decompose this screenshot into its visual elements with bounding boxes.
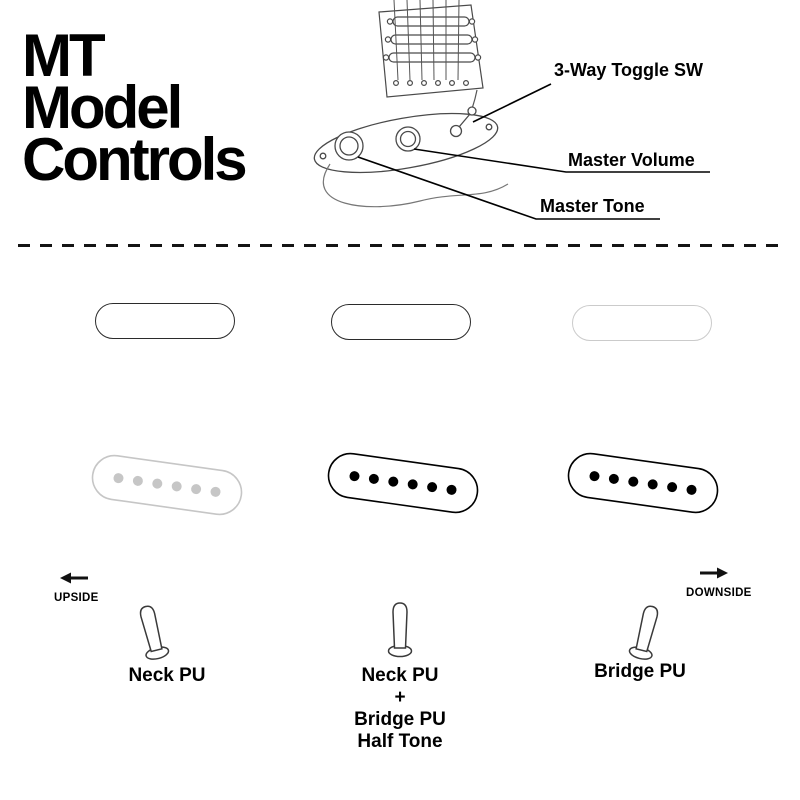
downside-label: DOWNSIDE: [686, 587, 752, 599]
upside-label: UPSIDE: [54, 592, 99, 604]
position-label-line: +: [394, 687, 406, 708]
control-plate: [313, 106, 499, 174]
left-arrow-icon: [60, 572, 88, 584]
title-line-3: Controls: [22, 126, 248, 193]
bridge-and-control-plate-illustration: [313, 0, 710, 220]
master-tone-label: Master Tone: [540, 196, 645, 216]
toggle-lever-left-icon: [136, 602, 171, 662]
toggle-switch-base: [449, 124, 463, 138]
position-label-line: Bridge PU: [354, 709, 446, 730]
title-line-2: Model: [22, 74, 183, 141]
dashed-divider: [18, 244, 784, 247]
position-label-line: Half Tone: [357, 731, 443, 752]
bridge-pickup: [324, 449, 482, 517]
selector-position-bridge: Bridge PU: [555, 295, 725, 765]
toggle-switch-label: 3-Way Toggle SW: [554, 60, 704, 80]
plate-screw-right: [485, 123, 493, 131]
neck-pickup-cover: [95, 303, 235, 339]
tone-leader-line: [357, 156, 660, 220]
position-label-line: Neck PU: [361, 665, 439, 686]
toggle-lever-center-icon: [387, 602, 413, 658]
bridge-assembly: [378, 4, 484, 98]
title-line-1: MT: [22, 22, 106, 89]
page-title: MT Model Controls: [22, 22, 248, 193]
toggle-lever-right-icon: [627, 602, 662, 662]
selector-position-neck: Neck PU: [82, 295, 252, 765]
position-label-line: Neck PU: [128, 665, 206, 686]
position-label: Neck PU + Bridge PU Half Tone: [320, 665, 480, 753]
neck-pickup-cover: [572, 305, 712, 341]
master-volume-label: Master Volume: [568, 150, 695, 170]
selector-position-neck-bridge: Neck PU + Bridge PU Half Tone: [315, 295, 485, 765]
bridge-pickup: [88, 451, 246, 519]
bridge-pickup: [564, 449, 722, 517]
position-label: Bridge PU: [560, 661, 720, 683]
neck-pickup-cover: [331, 304, 471, 340]
plate-screw-left: [319, 152, 327, 160]
position-label-line: Bridge PU: [594, 661, 686, 682]
volume-leader-line: [413, 148, 710, 173]
position-label: Neck PU: [87, 665, 247, 687]
right-arrow-icon: [700, 567, 728, 579]
wire: [322, 163, 509, 208]
strings: [393, 0, 460, 81]
toggle-switch-tip: [467, 106, 477, 116]
leader-lines: [357, 83, 710, 220]
toggle-leader-line: [472, 83, 552, 123]
